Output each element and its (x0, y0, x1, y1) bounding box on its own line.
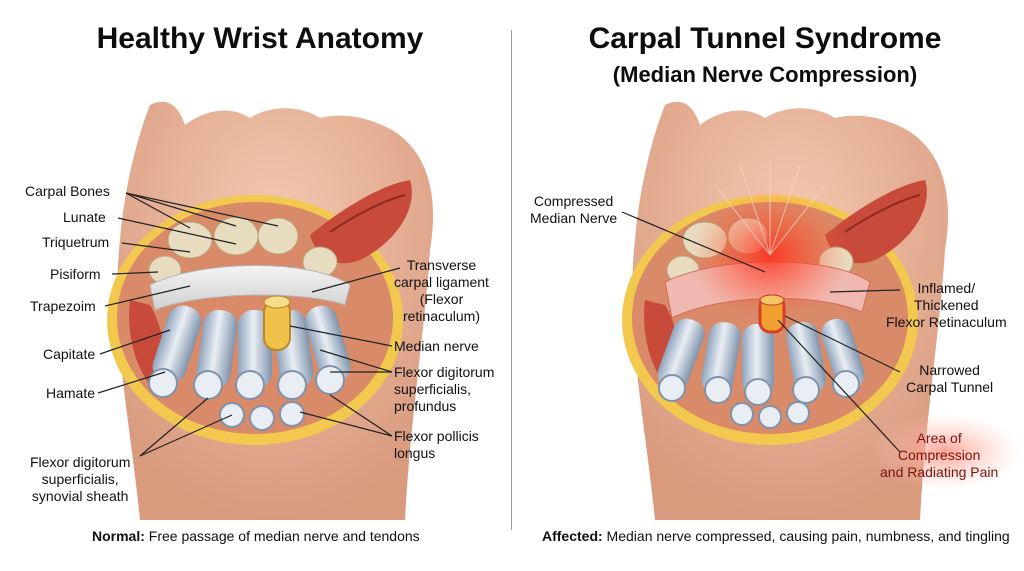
label-narrowed-carpal-tunnel: Narrowed Carpal Tunnel (906, 362, 994, 395)
pain-area-glow (870, 414, 1020, 490)
label-pisiform: Pisiform (50, 266, 101, 282)
left-wrist (97, 101, 434, 521)
left-caption: Normal: Free passage of median nerve and… (92, 528, 420, 544)
right-panel-subtitle: (Median Nerve Compression) (612, 62, 918, 87)
label-hamate: Hamate (46, 385, 96, 401)
left-transverse-ligament (149, 265, 351, 311)
left-caption-bold: Normal: (92, 528, 145, 544)
label-flexor-pollicis-longus: Flexor pollicis longus (394, 428, 479, 461)
label-median-nerve: Median nerve (394, 338, 479, 354)
label-trapezoim: Trapezoim (30, 298, 96, 314)
label-transverse-carpal-ligament: Transverse carpal ligament (Flexor retin… (394, 257, 489, 324)
right-caption-text: Median nerve compressed, causing pain, n… (602, 528, 1010, 544)
label-carpal-bones: Carpal Bones (25, 183, 110, 199)
left-carpal-bones (148, 216, 338, 285)
label-fds-fdp: Flexor digitorum superficialis, profundu… (394, 364, 495, 414)
right-caption: Affected: Median nerve compressed, causi… (542, 528, 1010, 544)
label-area-of-compression: Area of Compression and Radiating Pain (880, 430, 999, 480)
left-panel-title: Healthy Wrist Anatomy (96, 22, 424, 55)
label-lunate: Lunate (63, 209, 106, 225)
panel-divider (511, 30, 512, 530)
label-fds-synovial-sheath: Flexor digitorum superficialis, synovial… (30, 454, 131, 504)
label-inflamed-retinaculum: Inflamed/ Thickened Flexor Retinaculum (886, 280, 1007, 330)
label-compressed-median-nerve: Compressed Median Nerve (530, 193, 618, 226)
left-caption-text: Free passage of median nerve and tendons (144, 528, 420, 544)
right-panel-title: Carpal Tunnel Syndrome (588, 22, 942, 55)
label-triquetrum: Triquetrum (42, 234, 110, 250)
right-wrist (621, 101, 1020, 521)
right-tendons (657, 318, 865, 429)
right-caption-bold: Affected: (542, 528, 603, 544)
label-capitate: Capitate (43, 346, 96, 362)
